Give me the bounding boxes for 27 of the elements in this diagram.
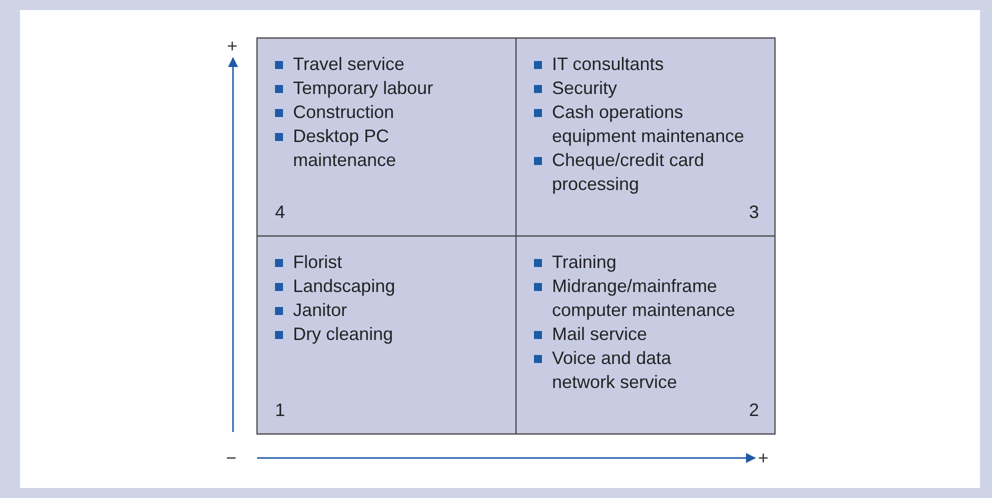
list-item: Cash operations equipment maintenance: [552, 101, 746, 148]
list-item: Florist: [293, 251, 342, 274]
list-item: IT consultants: [552, 53, 664, 76]
list-item: Desktop PC maintenance: [293, 125, 398, 172]
list-item: Voice and data network service: [552, 347, 678, 394]
quadrant-box: [257, 38, 516, 236]
quadrant-box: [257, 236, 516, 434]
quadrant-box: [516, 236, 775, 434]
list-item: Midrange/mainframe computer maintenance: [552, 275, 736, 322]
list-item: Temporary labour: [293, 77, 434, 100]
quadrant-number: 1: [275, 400, 286, 421]
list-item: Travel service: [293, 53, 404, 76]
quadrant-number: 2: [748, 400, 759, 421]
list-item: Janitor: [293, 299, 348, 322]
list-item: Construction: [293, 101, 394, 124]
list-item: Dry cleaning: [293, 323, 394, 346]
quadrant-box: [516, 38, 775, 236]
axis-label: +: [227, 37, 238, 55]
quadrant-number: 4: [275, 202, 286, 223]
axis-label: +: [758, 449, 769, 467]
list-item: Mail service: [552, 323, 648, 346]
axis-label: −: [226, 449, 237, 467]
list-item: Cheque/credit card processing: [552, 149, 706, 196]
list-item: Training: [552, 251, 616, 274]
quadrant-number: 3: [748, 202, 759, 223]
list-item: Security: [552, 77, 618, 100]
list-item: Landscaping: [293, 275, 396, 298]
